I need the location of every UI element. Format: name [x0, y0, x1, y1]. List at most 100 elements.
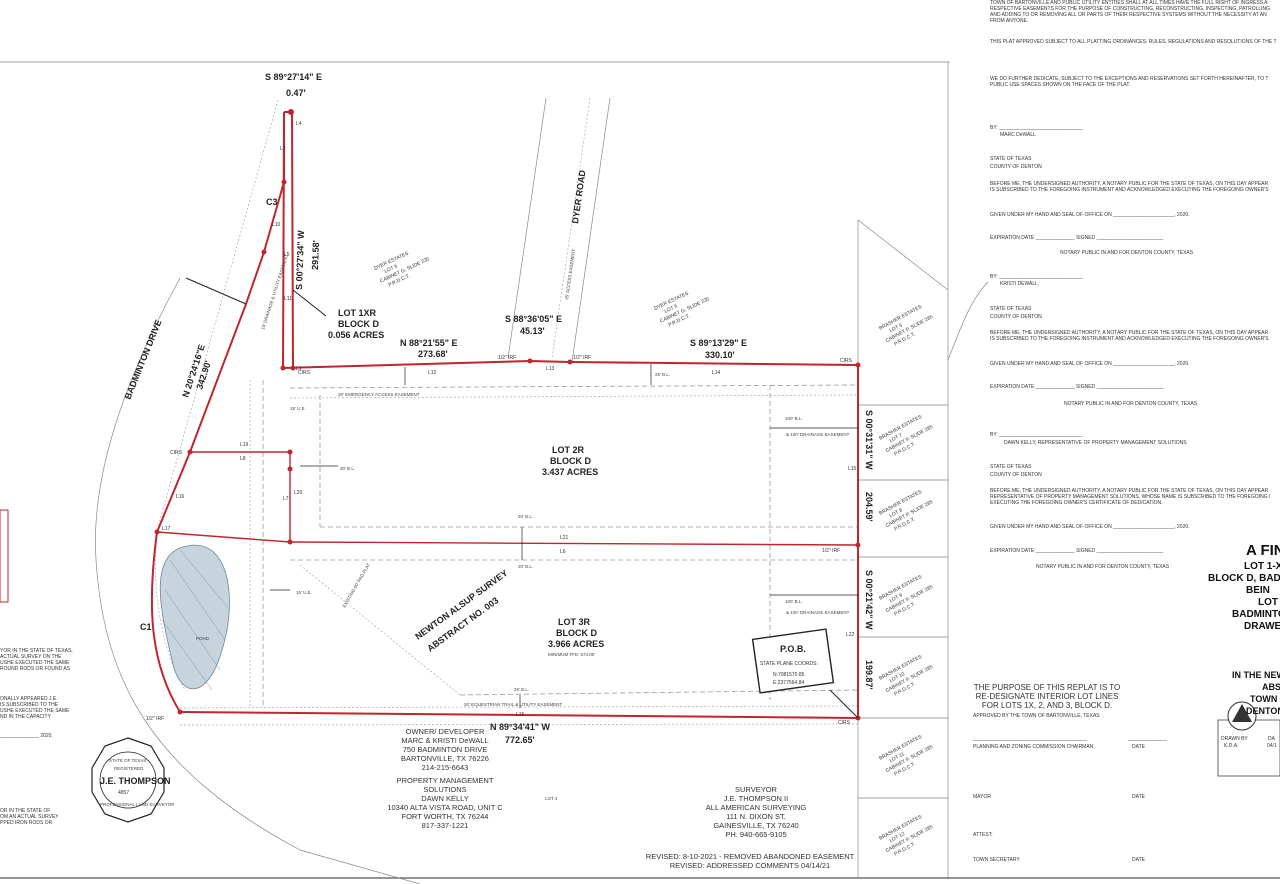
left-note-a: YOR IN THE STATE OF TEXAS, ACTUAL SURVEY…: [0, 648, 73, 672]
svg-text:STATE PLANE COORDS:: STATE PLANE COORDS:: [760, 661, 818, 667]
svg-text:100' B.L.: 100' B.L.: [785, 599, 803, 604]
svg-text:C3: C3: [266, 197, 278, 207]
dyer-estates-lot6: DYER ESTATES LOT 6 CABINET G, SLIDE 235 …: [373, 250, 430, 288]
svg-text:30' B.L.: 30' B.L.: [340, 466, 355, 471]
svg-text:EXISTING 80' PAD PLAT: EXISTING 80' PAD PLAT: [342, 562, 372, 608]
svg-text:L7: L7: [283, 496, 289, 502]
dyer-road-label: DYER ROAD: [570, 169, 587, 224]
svg-text:POND: POND: [196, 636, 210, 641]
existing-pad-line: [299, 564, 461, 696]
svg-text:L1: L1: [296, 366, 302, 372]
svg-text:L20: L20: [294, 490, 303, 496]
svg-text:1/2" IRF: 1/2" IRF: [573, 355, 591, 361]
bearing-top: S 89°27'14" E: [265, 72, 322, 82]
setback-line: [459, 689, 859, 696]
approval-note: THIS PLAT APPROVED SUBJECT TO ALL PLATTI…: [990, 39, 1277, 45]
svg-text:L15: L15: [848, 466, 857, 472]
svg-text:25' B.L.: 25' B.L.: [514, 687, 529, 692]
left-note-c: OR IN THE STATE OF OM AN ACTUAL SURVEY P…: [0, 808, 59, 826]
lot1xr-line3: 0.056 ACRES: [328, 330, 384, 340]
dist-north-2r: 273.68': [418, 349, 448, 359]
svg-text:L3: L3: [280, 146, 286, 152]
surveyor-seal: STATE OF TEXAS REGISTERED J.E. THOMPSON …: [91, 737, 175, 823]
lot1xr-line1: LOT 1XR: [338, 308, 377, 318]
boundary-lines: [150, 111, 859, 719]
brasher-line: [857, 219, 949, 291]
svg-text:& 100' DRAINAGE EASEMENT: & 100' DRAINAGE EASEMENT: [786, 432, 850, 437]
easement-line: [179, 705, 859, 709]
left-note-b: ONALLY APPEARED J.E. IS SUBSCRIBED TO TH…: [0, 696, 70, 720]
lot2r-line2: BLOCK D: [550, 456, 591, 466]
easement-line: [179, 723, 859, 726]
svg-text:L19: L19: [240, 442, 249, 448]
pond-hatch: [161, 549, 231, 691]
svg-text:L21: L21: [560, 535, 569, 541]
lot2r-line1: LOT 2R: [552, 445, 585, 455]
lot1xr-leader: [292, 289, 327, 317]
surveyor-block: SURVEYOR J.E. THOMPSON II ALL AMERICAN S…: [705, 785, 807, 839]
dedicate-note: WE DO FURTHER DEDICATE, SUBJECT TO THE E…: [990, 76, 1269, 88]
setback-line: [289, 384, 859, 389]
svg-text:L22: L22: [846, 632, 855, 638]
svg-text:1/2" IRF: 1/2" IRF: [822, 548, 840, 554]
easement-line: [289, 394, 859, 399]
dist-west-1xr: 291.58': [310, 240, 321, 270]
left-legend-box: [0, 509, 9, 603]
bearing-mid: S 88°36'05" E: [505, 314, 562, 324]
svg-text:LOT 6: LOT 6: [384, 263, 399, 274]
svg-text:C1: C1: [140, 622, 152, 632]
dimension-arrows: [270, 364, 858, 708]
lot3r-line3: 3.966 ACRES: [548, 639, 604, 649]
svg-text:CIRS: CIRS: [840, 358, 853, 364]
svg-text:L8: L8: [240, 456, 246, 462]
boundary-points: [154, 109, 861, 721]
lot3r-line2: BLOCK D: [556, 628, 597, 638]
svg-text:N:7081570.85: N:7081570.85: [773, 672, 805, 678]
svg-text:20' B.L.: 20' B.L.: [518, 514, 533, 519]
bearing-west-1xr: S 00°27'34" W: [294, 230, 306, 290]
street-dim-line: [185, 277, 247, 305]
bearing-ne: S 89°13'29" E: [690, 338, 747, 348]
svg-text:J.E. THOMPSON: J.E. THOMPSON: [100, 776, 171, 786]
company-logo-mark: [1232, 704, 1252, 722]
svg-text:L15: L15: [516, 712, 525, 718]
svg-text:1/2" IRF: 1/2" IRF: [146, 716, 164, 722]
svg-text:15' U.E.: 15' U.E.: [290, 406, 306, 411]
svg-text:20' B.L.: 20' B.L.: [518, 564, 533, 569]
badminton-drive-west-edge: [95, 277, 421, 884]
svg-text:25' B.L.: 25' B.L.: [655, 372, 670, 377]
svg-text:L12: L12: [428, 370, 437, 376]
svg-text:L16: L16: [176, 494, 185, 500]
pob-leader: [829, 689, 859, 719]
line-labels: L4 L1 L3 L10 L5 L11 L12 L13 L14 L15 L22 …: [140, 121, 857, 718]
svg-text:STATE OF TEXAS: STATE OF TEXAS: [109, 758, 146, 763]
svg-text:L5: L5: [284, 252, 290, 258]
svg-text:15' U.E.: 15' U.E.: [296, 590, 312, 595]
svg-text:20' EMERGENCY ACCESS EASEMENT: 20' EMERGENCY ACCESS EASEMENT: [338, 392, 420, 397]
svg-text:LOT 4: LOT 4: [545, 796, 558, 801]
svg-text:PROFESSIONAL LAND SURVEYOR: PROFESSIONAL LAND SURVEYOR: [100, 802, 175, 807]
svg-text:L10: L10: [272, 222, 281, 228]
dyer-road-east-edge: [571, 97, 611, 363]
dist-east-1: 204.59': [864, 492, 874, 522]
revisions-block: REVISED: 8-10-2021 - REMOVED ABANDONED E…: [645, 852, 855, 870]
monument-labels: CIRS CIRS CIRS CIRS 1/2" IRF 1/2" IRF 1/…: [146, 355, 853, 726]
easement-note: TOWN OF BARTONVILLE AND PUBLIC UTILITY E…: [990, 0, 1271, 24]
dist-top: 0.47': [286, 88, 306, 98]
svg-text:100' B.L.: 100' B.L.: [785, 416, 803, 421]
bearing-south: N 89°34'41" W: [490, 722, 551, 732]
svg-text:P.O.B.: P.O.B.: [780, 644, 806, 654]
svg-text:LOT 7: LOT 7: [888, 432, 903, 444]
bearing-east-2: S 00°21'42" W: [864, 570, 874, 630]
svg-text:L4: L4: [296, 121, 302, 127]
svg-text:L11: L11: [284, 296, 292, 302]
dist-ne: 330.10': [705, 350, 735, 360]
svg-text:LOT 6: LOT 6: [888, 322, 903, 334]
dyer-estates-lot5: DYER ESTATES LOT 5 CABINET G, SLIDE 235 …: [653, 290, 710, 328]
